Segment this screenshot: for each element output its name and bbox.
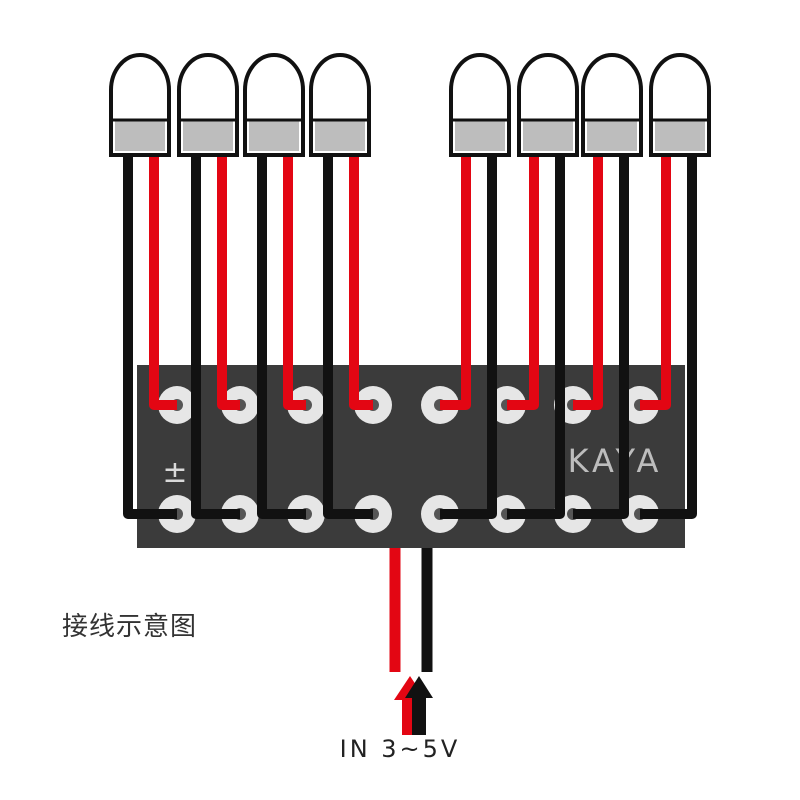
led-2-base <box>183 120 233 151</box>
led-6-negative-wire <box>507 150 565 519</box>
led-8-negative-wire <box>640 150 697 519</box>
led-2-negative-wire <box>191 150 240 519</box>
wire-group <box>123 150 697 519</box>
led-8-base <box>655 120 705 151</box>
led-8-positive-wire <box>640 150 671 410</box>
led-2 <box>177 53 239 157</box>
led-1-negative-wire <box>123 150 177 519</box>
led-4-negative-wire <box>323 150 373 519</box>
led-5 <box>449 53 511 157</box>
led-8 <box>649 53 711 157</box>
led-4-positive-wire <box>349 150 373 410</box>
led-1 <box>109 53 171 157</box>
led-6-base <box>523 120 573 151</box>
led-5-base <box>455 120 505 151</box>
led-3-negative-wire <box>257 150 306 519</box>
led-3-base <box>249 120 299 151</box>
brand-marking: KAYA <box>568 442 663 480</box>
led-1-positive-wire <box>149 150 177 410</box>
led-7-positive-wire <box>573 150 603 410</box>
arrow-negative-icon <box>405 676 433 735</box>
led-4-base <box>315 120 365 151</box>
diagram-caption: 接线示意图 <box>62 612 198 642</box>
led-7-base <box>587 120 637 151</box>
led-6-positive-wire <box>507 150 539 410</box>
led-1-base <box>115 120 165 151</box>
polarity-marking: ± <box>162 455 187 490</box>
led-7-negative-wire <box>573 150 629 519</box>
led-group <box>109 53 711 157</box>
led-5-positive-wire <box>440 150 471 410</box>
led-3 <box>243 53 305 157</box>
led-5-negative-wire <box>440 150 497 519</box>
led-7 <box>581 53 643 157</box>
input-voltage-label: IN 3~5V <box>339 735 461 763</box>
led-2-positive-wire <box>217 150 240 410</box>
led-6 <box>517 53 579 157</box>
led-4 <box>309 53 371 157</box>
led-3-positive-wire <box>283 150 306 410</box>
